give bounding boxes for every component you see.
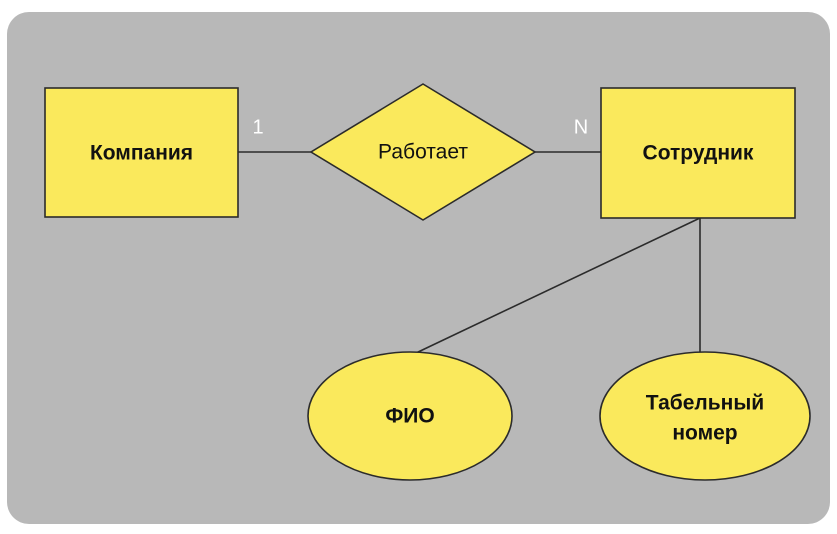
cardinality-company-side: 1 xyxy=(252,116,263,138)
entity-employee-shape[interactable] xyxy=(600,87,796,219)
relationship-works-label: Работает xyxy=(378,141,468,164)
attribute-tabnum-shape[interactable] xyxy=(599,351,811,481)
attribute-tabnum-label-line2: номер xyxy=(672,422,737,445)
entity-employee[interactable]: Сотрудник xyxy=(600,87,796,219)
attribute-tabnum-label-line1: Табельный xyxy=(646,392,764,415)
relationship-works-shape[interactable] xyxy=(309,83,537,221)
attribute-fio[interactable]: ФИО xyxy=(307,351,513,481)
entity-company-label: Компания xyxy=(90,142,193,165)
attribute-fio-label: ФИО xyxy=(385,405,434,428)
connector-employee-fio xyxy=(415,217,701,354)
attribute-tabnum[interactable]: Табельный номер xyxy=(599,351,811,481)
cardinality-employee-side: N xyxy=(574,116,588,138)
entity-company-shape[interactable] xyxy=(44,87,239,218)
relationship-works[interactable]: Работает xyxy=(309,83,537,221)
attribute-fio-shape[interactable] xyxy=(307,351,513,481)
entity-company[interactable]: Компания xyxy=(44,87,239,218)
entity-employee-label: Сотрудник xyxy=(643,142,754,165)
